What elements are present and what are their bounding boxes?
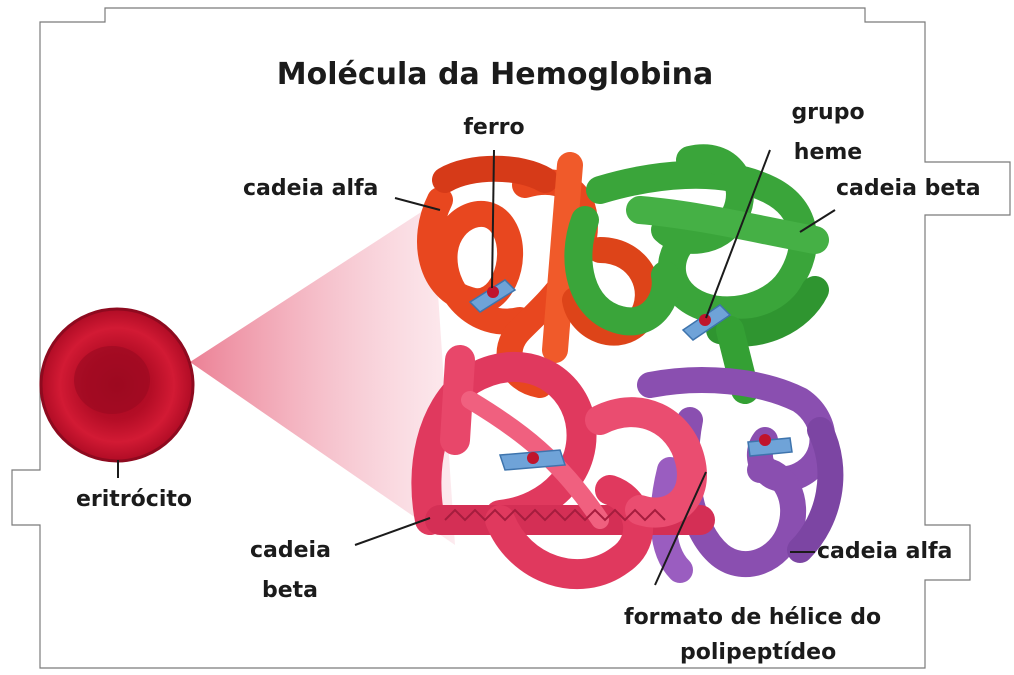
label-cadeia-alfa-bottom: cadeia alfa <box>817 537 952 567</box>
label-grupo: grupo <box>778 98 878 128</box>
label-helice-line1: formato de hélice do <box>624 603 881 633</box>
label-cadeia-beta-bottom-1: cadeia <box>250 536 331 566</box>
label-cadeia-alfa-top: cadeia alfa <box>243 174 378 204</box>
label-cadeia-beta-top: cadeia beta <box>836 174 981 204</box>
label-helice-line2: polipeptídeo <box>680 638 836 668</box>
erythrocyte-cell <box>41 309 193 461</box>
label-ferro: ferro <box>434 113 554 143</box>
label-heme: heme <box>778 138 878 168</box>
diagram-title: Molécula da Hemoglobina <box>240 60 750 90</box>
label-cadeia-beta-bottom-2: beta <box>262 576 318 606</box>
label-eritrocito: eritrócito <box>76 485 192 515</box>
